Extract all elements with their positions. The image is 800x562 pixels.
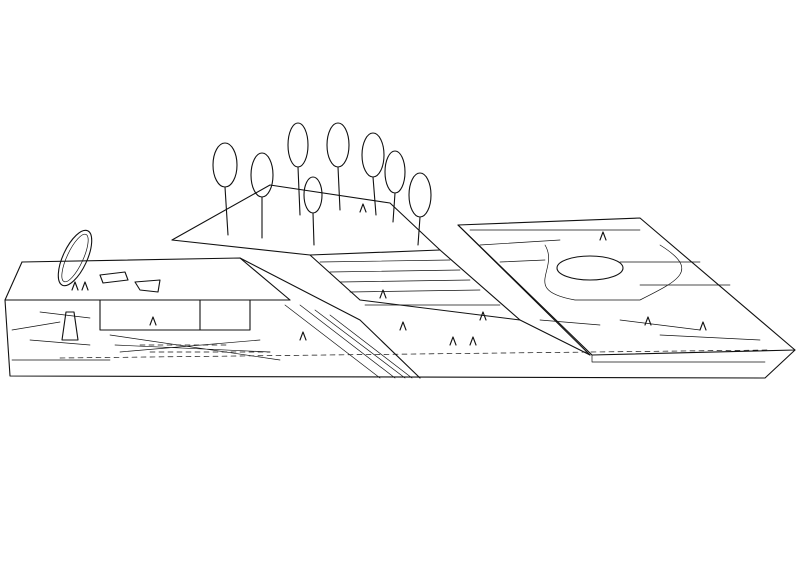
tree [384, 150, 406, 223]
right-park [457, 217, 796, 363]
oval-pond [556, 255, 624, 281]
ring-sculpture-inner [61, 233, 89, 283]
tree [408, 172, 432, 246]
hill [171, 184, 521, 379]
left-sunken-plaza [4, 257, 291, 361]
ring-sculpture [57, 229, 93, 287]
tree [250, 152, 274, 239]
tree [361, 132, 385, 216]
monolith [61, 311, 79, 341]
tree [212, 142, 238, 236]
tree [303, 176, 323, 246]
trees [212, 122, 432, 246]
benches [99, 271, 161, 293]
base-slab [4, 299, 796, 379]
tree [287, 122, 309, 216]
tree [326, 122, 350, 211]
people-figures [71, 203, 707, 353]
